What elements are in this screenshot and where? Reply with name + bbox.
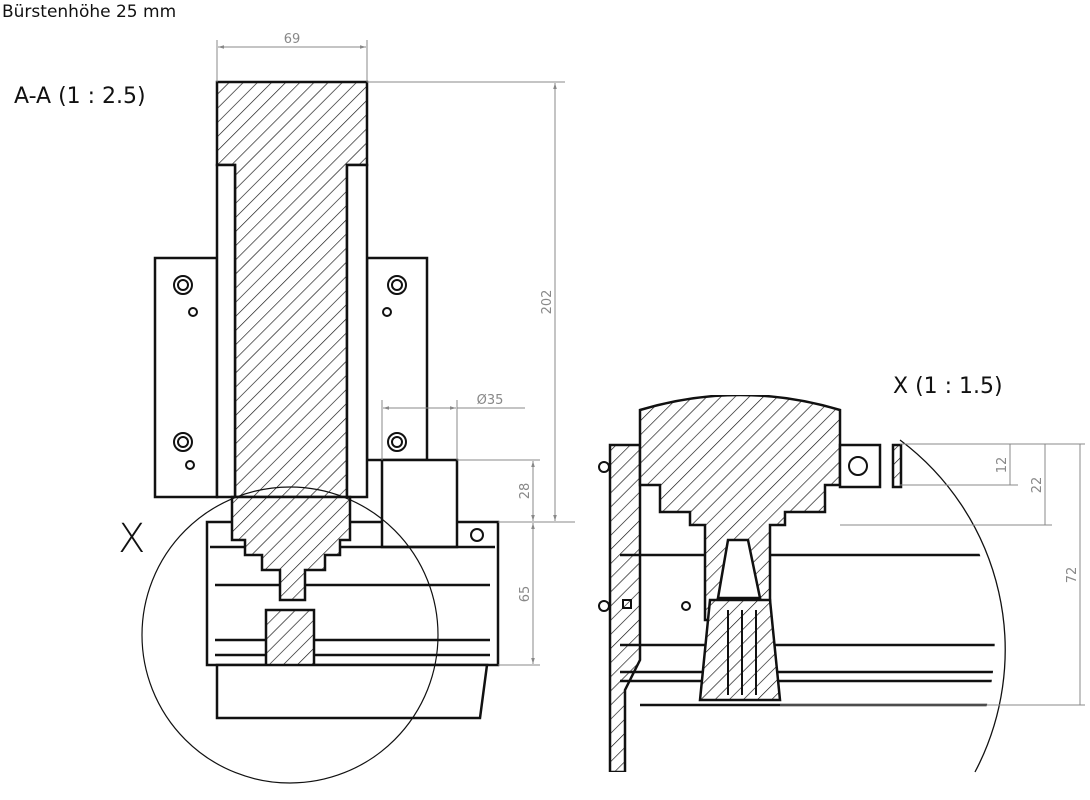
- left-rail: [215, 163, 237, 499]
- detail-circle-x: [141, 486, 439, 784]
- detail-boundary-arc: [899, 439, 1006, 773]
- section-dimensions: [216, 40, 575, 666]
- dim-detail-12: 12: [995, 457, 1010, 474]
- detail-view-title: X (1 : 1.5): [893, 374, 1003, 399]
- tube: [380, 458, 459, 549]
- left-mounting-plate: [153, 256, 219, 499]
- right-rail: [345, 163, 369, 499]
- shaft-lower-section: [230, 495, 352, 602]
- right-mounting-plate: [365, 256, 429, 462]
- detail-screws: [598, 461, 610, 612]
- detail-view: [608, 395, 995, 772]
- detail-shaft-section: [638, 395, 842, 622]
- detail-dimensions: [780, 443, 1085, 706]
- brush-shaft-section: [215, 80, 369, 499]
- detail-collet: [698, 598, 782, 702]
- dim-tube-height: 28: [518, 483, 533, 500]
- dim-height: 202: [540, 290, 555, 315]
- dim-diameter: Ø35: [477, 393, 504, 408]
- detail-marker-label: X: [118, 516, 146, 562]
- brush-height-note: Bürstenhöhe 25 mm: [2, 2, 177, 22]
- dim-body-height: 65: [518, 586, 533, 603]
- dim-detail-22: 22: [1030, 477, 1045, 494]
- dim-detail-72: 72: [1065, 567, 1080, 584]
- dim-width: 69: [284, 32, 301, 47]
- section-view: [141, 80, 500, 784]
- brush-cup: [215, 663, 489, 720]
- section-view-title: A-A (1 : 2.5): [14, 84, 146, 109]
